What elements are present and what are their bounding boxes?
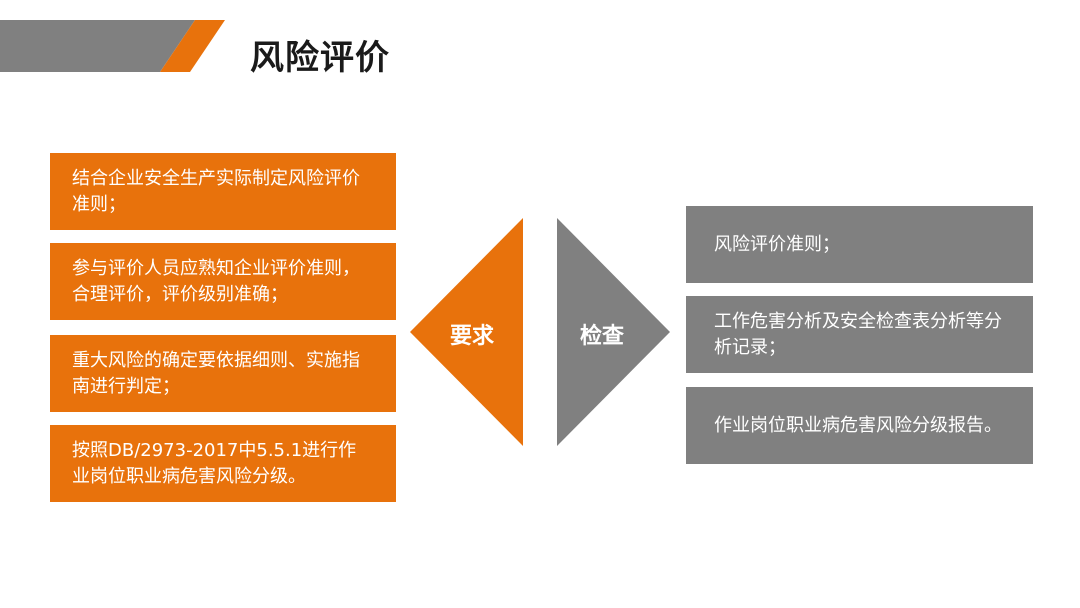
inspection-arrow <box>557 218 670 446</box>
header-banner <box>0 20 225 72</box>
inspection-label: 检查 <box>580 324 625 349</box>
inspection-item-1: 风险评价准则； <box>686 206 1033 283</box>
requirement-text: 重大风险的确定要依据细则、实施指南进行判定； <box>72 349 360 397</box>
inspection-item-2: 工作危害分析及安全检查表分析等分析记录； <box>686 296 1033 373</box>
header-orange-accent <box>160 20 225 72</box>
header-gray-band <box>0 20 195 72</box>
requirements-label: 要求 <box>450 324 495 349</box>
center-arrows <box>410 218 670 446</box>
inspection-text: 工作危害分析及安全检查表分析等分析记录； <box>714 310 1002 358</box>
requirements-arrow <box>410 218 523 446</box>
requirement-item-4: 按照DB/2973-2017中5.5.1进行作业岗位职业病危害风险分级。 <box>50 425 396 502</box>
inspection-text: 风险评价准则； <box>714 233 840 255</box>
requirement-text: 结合企业安全生产实际制定风险评价准则； <box>72 167 360 215</box>
inspection-item-3: 作业岗位职业病危害风险分级报告。 <box>686 387 1033 464</box>
requirement-item-2: 参与评价人员应熟知企业评价准则，合理评价，评价级别准确； <box>50 243 396 320</box>
page-title: 风险评价 <box>250 38 390 78</box>
requirement-item-3: 重大风险的确定要依据细则、实施指南进行判定； <box>50 335 396 412</box>
requirement-item-1: 结合企业安全生产实际制定风险评价准则； <box>50 153 396 230</box>
requirement-text: 按照DB/2973-2017中5.5.1进行作业岗位职业病危害风险分级。 <box>72 439 357 487</box>
inspection-text: 作业岗位职业病危害风险分级报告。 <box>714 414 1002 436</box>
requirement-text: 参与评价人员应熟知企业评价准则，合理评价，评价级别准确； <box>72 257 360 305</box>
